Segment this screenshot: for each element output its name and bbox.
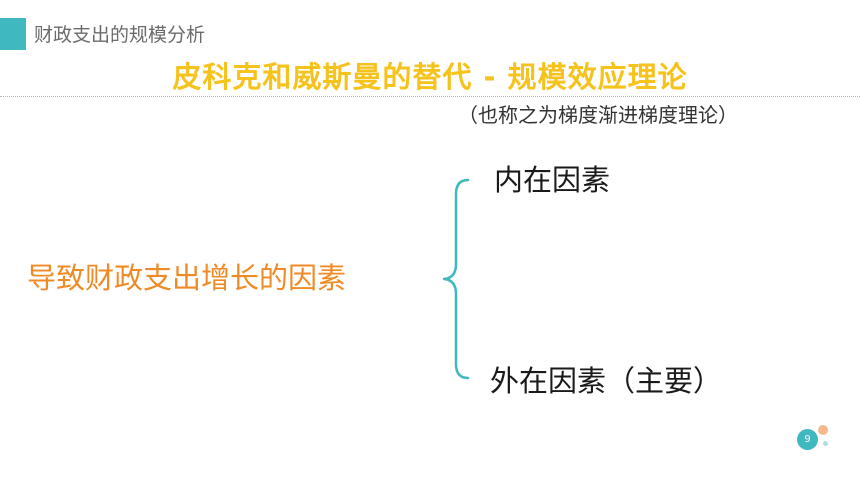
branch-external-factors: 外在因素（主要） [490, 364, 723, 398]
slide-subtitle: （也称之为梯度渐进梯度理论） [458, 103, 738, 127]
main-factor-label: 导致财政支出增长的因素 [27, 261, 347, 295]
brace-path [442, 178, 470, 380]
curly-brace-icon [442, 178, 470, 380]
title-divider [0, 96, 860, 97]
slide-title: 皮科克和威斯曼的替代 - 规模效应理论 [172, 60, 688, 94]
decorative-dot-teal [823, 441, 828, 446]
branch-internal-factors: 内在因素 [494, 163, 611, 197]
section-title: 财政支出的规模分析 [34, 24, 206, 46]
decorative-dot-orange [818, 425, 828, 435]
page-number-badge: 9 [797, 429, 818, 450]
accent-block [0, 18, 26, 50]
